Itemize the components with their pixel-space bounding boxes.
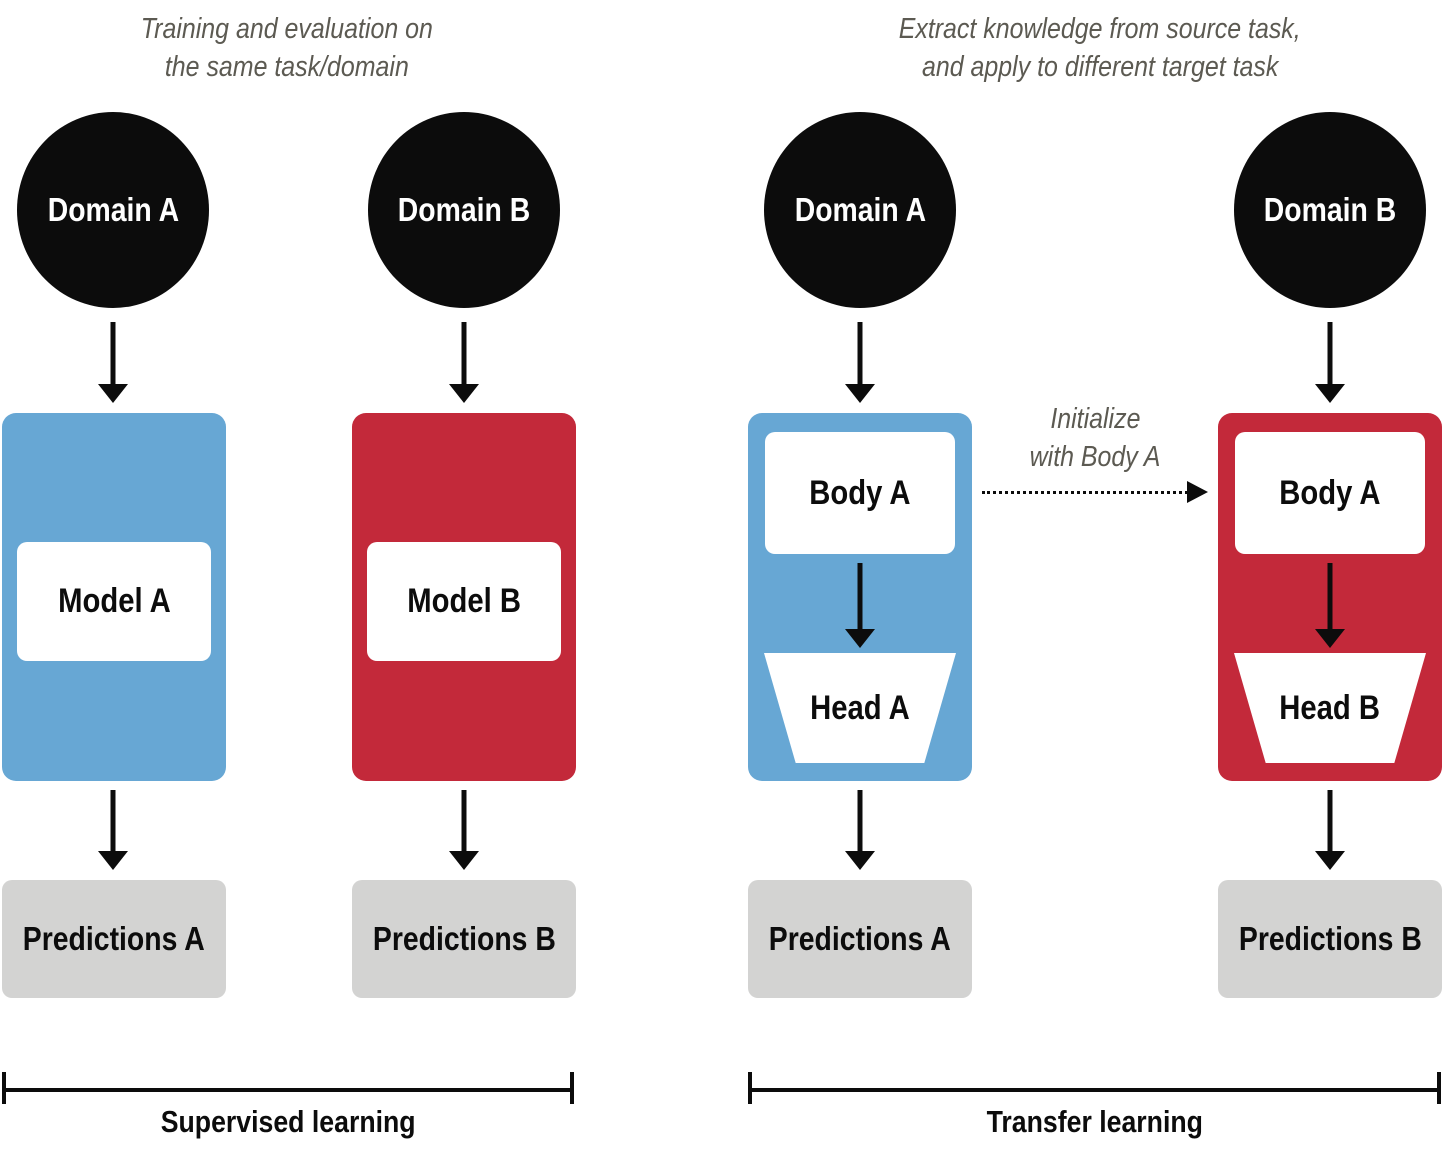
transfer-predictions-b-box: Predictions B	[1218, 880, 1442, 998]
head-a-trapezoid: Head A	[764, 653, 956, 763]
transfer-bracket-right-tick	[1437, 1072, 1441, 1104]
head-b-trapezoid: Head B	[1234, 653, 1426, 763]
supervised-predictions-b-box: Predictions B	[352, 880, 576, 998]
supervised-domain-a-node: Domain A	[17, 112, 209, 308]
supervised-bracket-label-text: Supervised learning	[160, 1104, 416, 1139]
transfer-predictions-a-label: Predictions A	[769, 920, 951, 957]
caption-supervised-line1: Training and evaluation on	[140, 13, 434, 45]
arrow-head-icon	[845, 629, 875, 648]
transfer-bracket-line	[748, 1088, 1441, 1092]
supervised-bracket-label: Supervised learning	[38, 1104, 538, 1140]
arrow-head-icon	[845, 851, 875, 870]
initialize-annotation-line1: Initialize	[1049, 403, 1141, 435]
arrow-head-icon	[845, 384, 875, 403]
arrow-head-icon	[1315, 629, 1345, 648]
caption-transfer-line1: Extract knowledge from source task,	[899, 13, 1301, 45]
supervised-domain-b-node: Domain B	[368, 112, 560, 308]
arrow-head-icon	[449, 384, 479, 403]
arrow-head-icon	[449, 851, 479, 870]
body-a-source-label: Body A	[809, 473, 911, 512]
arrow-shaft	[110, 790, 116, 851]
arrow-target-model-to-predictions-b	[1315, 790, 1345, 870]
arrow-shaft	[1327, 563, 1333, 629]
initialize-annotation-line2: with Body A	[1029, 441, 1161, 473]
model-b-label: Model B	[407, 582, 521, 620]
transfer-bracket-label-text: Transfer learning	[986, 1104, 1204, 1139]
arrow-shaft	[1327, 322, 1333, 384]
arrow-body-a-to-head-a	[845, 563, 875, 648]
initialize-dotted-line	[982, 491, 1188, 494]
body-a-target-box: Body A	[1235, 432, 1425, 554]
arrow-shaft	[857, 322, 863, 384]
supervised-predictions-b-label: Predictions B	[372, 920, 556, 957]
transfer-bracket-label: Transfer learning	[845, 1104, 1345, 1140]
model-a-box: Model A	[17, 542, 211, 661]
arrow-shaft	[1327, 790, 1333, 851]
transfer-domain-a-label: Domain A	[794, 191, 926, 228]
supervised-domain-b-label: Domain B	[397, 191, 531, 228]
initialize-annotation: Initialize with Body A	[960, 400, 1230, 476]
supervised-domain-a-label: Domain A	[47, 191, 179, 228]
caption-supervised-line2: the same task/domain	[164, 51, 409, 83]
transfer-predictions-b-label: Predictions B	[1238, 920, 1422, 957]
transfer-domain-b-label: Domain B	[1263, 191, 1397, 228]
supervised-predictions-a-label: Predictions A	[23, 920, 205, 957]
arrow-shaft	[110, 322, 116, 384]
model-a-label: Model A	[57, 582, 171, 620]
arrow-domain-b-to-target-model	[1315, 322, 1345, 403]
supervised-bracket-right-tick	[570, 1072, 574, 1104]
supervised-predictions-a-box: Predictions A	[2, 880, 226, 998]
body-a-source-box: Body A	[765, 432, 955, 554]
arrow-head-icon	[98, 851, 128, 870]
transfer-predictions-a-box: Predictions A	[748, 880, 972, 998]
arrow-domain-b-to-model-b	[449, 322, 479, 403]
arrow-head-icon	[1315, 384, 1345, 403]
arrow-domain-a-to-model-a	[98, 322, 128, 403]
arrow-body-a-to-head-b	[1315, 563, 1345, 648]
caption-transfer-line2: and apply to different target task	[921, 51, 1279, 83]
arrow-model-a-to-predictions-a	[98, 790, 128, 870]
head-b-label: Head B	[1279, 688, 1381, 727]
initialize-arrow-head-icon	[1187, 481, 1208, 503]
supervised-bracket-line	[2, 1088, 574, 1092]
caption-transfer: Extract knowledge from source task, and …	[850, 10, 1350, 86]
model-b-box: Model B	[367, 542, 561, 661]
supervised-bracket-left-tick	[2, 1072, 6, 1104]
arrow-head-icon	[1315, 851, 1345, 870]
body-a-target-label: Body A	[1279, 473, 1381, 512]
transfer-bracket-left-tick	[748, 1072, 752, 1104]
arrow-shaft	[461, 322, 467, 384]
caption-supervised: Training and evaluation on the same task…	[37, 10, 537, 86]
arrow-shaft	[461, 790, 467, 851]
transfer-domain-a-node: Domain A	[764, 112, 956, 308]
arrow-head-icon	[98, 384, 128, 403]
head-a-label: Head A	[810, 688, 910, 727]
arrow-shaft	[857, 790, 863, 851]
arrow-domain-a-to-source-model	[845, 322, 875, 403]
arrow-model-b-to-predictions-b	[449, 790, 479, 870]
arrow-source-model-to-predictions-a	[845, 790, 875, 870]
arrow-shaft	[857, 563, 863, 629]
transfer-domain-b-node: Domain B	[1234, 112, 1426, 308]
